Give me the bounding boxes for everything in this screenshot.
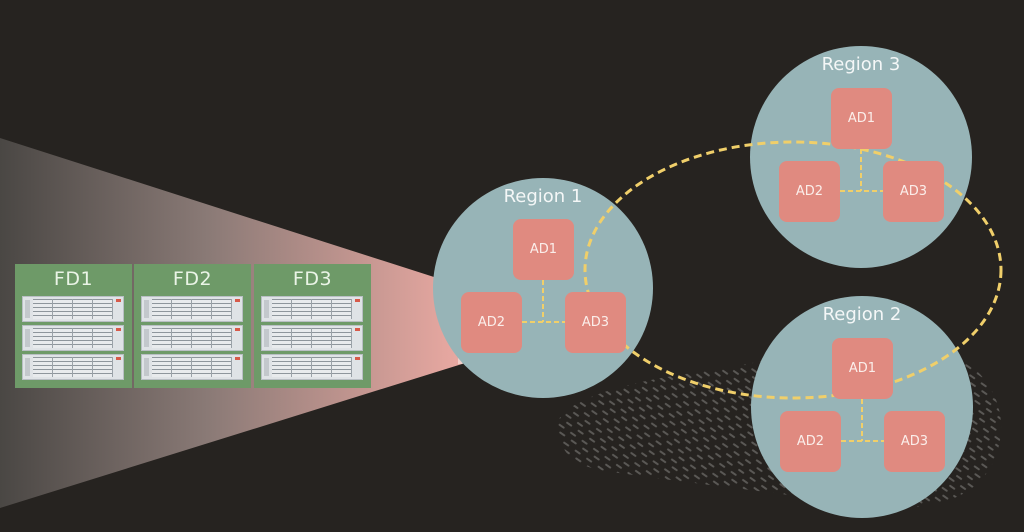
region3-availability-domain-ad3: AD3	[883, 161, 944, 222]
region2-availability-domain-ad2: AD2	[780, 411, 841, 472]
region1-label: Region 1	[503, 186, 583, 207]
server-rack-icon	[261, 354, 363, 380]
region1-availability-domain-ad3: AD3	[565, 292, 626, 353]
region2-availability-domain-ad3: AD3	[884, 411, 945, 472]
fault-domain-label: FD1	[53, 268, 94, 290]
server-rack-icon	[141, 354, 243, 380]
fault-domain-fd3: FD3	[254, 264, 371, 388]
server-rack-icon	[22, 296, 124, 322]
region1-availability-domain-ad1: AD1	[513, 219, 574, 280]
server-rack-icon	[141, 296, 243, 322]
inter-region-backbone-link	[583, 140, 1003, 400]
region3-label: Region 3	[821, 54, 901, 75]
server-rack-icon	[22, 325, 124, 351]
region3-availability-domain-ad1: AD1	[831, 88, 892, 149]
server-rack-icon	[141, 325, 243, 351]
fault-domain-label: FD3	[292, 268, 333, 290]
fault-domain-fd1: FD1	[15, 264, 132, 388]
server-rack-icon	[261, 296, 363, 322]
server-rack-icon	[261, 325, 363, 351]
region2-availability-domain-ad1: AD1	[832, 338, 893, 399]
fault-domain-label: FD2	[172, 268, 213, 290]
region2-label: Region 2	[822, 304, 902, 325]
region1-availability-domain-ad2: AD2	[461, 292, 522, 353]
server-rack-icon	[22, 354, 124, 380]
fault-domain-fd2: FD2	[134, 264, 251, 388]
region3-availability-domain-ad2: AD2	[779, 161, 840, 222]
